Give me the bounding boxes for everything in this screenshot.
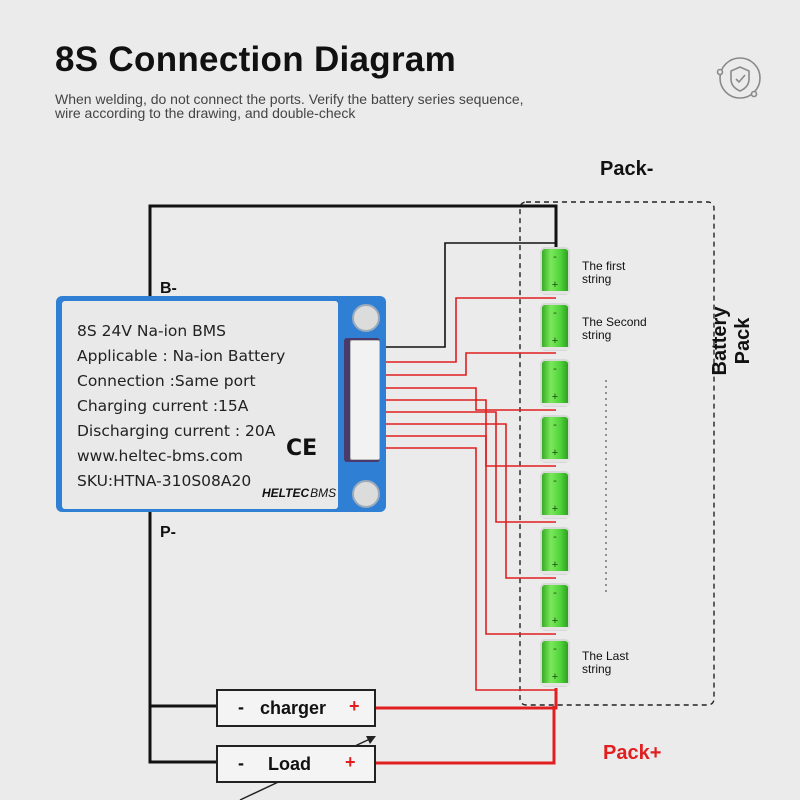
battery-pack-label: Battery Pack — [709, 306, 754, 376]
battery-pack-frame — [519, 201, 715, 706]
cell-minus-mark: - — [553, 363, 557, 375]
bms-line-model: 8S 24V Na-ion BMS — [77, 322, 226, 340]
charger-minus-sign: - — [238, 697, 244, 717]
bms-mounting-hole-top — [352, 304, 380, 332]
battery-cell: -+ — [540, 583, 570, 631]
battery-cell: -+ — [540, 247, 570, 295]
cell-minus-mark: - — [553, 307, 557, 319]
cell-minus-mark: - — [553, 251, 557, 263]
p-minus-load-wire — [148, 706, 218, 764]
bms-label-sticker — [62, 301, 338, 509]
pack-plus-label: Pack+ — [603, 742, 662, 764]
charger-box: - charger + — [216, 689, 376, 727]
cell-label-first: The first string — [582, 259, 626, 286]
b-minus-wire — [148, 204, 558, 300]
bms-line-sku: SKU:HTNA-310S08A20 — [77, 472, 252, 490]
bms-line-discharging: Discharging current : 20A — [77, 422, 276, 440]
load-label: Load — [268, 754, 311, 774]
charger-label: charger — [260, 698, 327, 718]
cell-label-second: The Second string — [582, 315, 647, 342]
cell-plus-mark: + — [552, 391, 558, 403]
battery-cell: -+ — [540, 359, 570, 407]
heltec-brand: HELTEC — [262, 486, 310, 500]
cell-plus-mark: + — [552, 615, 558, 627]
cell-plus-mark: + — [552, 279, 558, 291]
battery-cell: -+ — [540, 471, 570, 519]
cell-minus-mark: - — [553, 419, 557, 431]
battery-cell: -+ — [540, 303, 570, 351]
cell-minus-mark: - — [553, 643, 557, 655]
subtitle-line-1: When welding, do not connect the ports. … — [55, 91, 524, 107]
load-box: - Load + — [216, 745, 376, 783]
bms-mounting-hole-bottom — [352, 480, 380, 508]
cell-label-last: The Last string — [582, 649, 629, 676]
balance-wires — [380, 242, 556, 691]
pack-minus-label: Pack- — [600, 158, 654, 180]
cell-plus-mark: + — [552, 447, 558, 459]
charger-plus-sign: + — [349, 696, 360, 716]
ce-mark: CE — [286, 436, 318, 461]
bms-line-charging: Charging current :15A — [77, 397, 249, 415]
subtitle-line-2: wire according to the drawing, and doubl… — [55, 105, 356, 121]
cell-plus-mark: + — [552, 503, 558, 515]
charger-plus-wire — [372, 688, 558, 710]
load-plus-sign: + — [345, 752, 356, 772]
page-title: 8S Connection Diagram — [55, 40, 457, 79]
bms-line-applicable: Applicable : Na-ion Battery — [77, 347, 286, 365]
b-minus-label: B- — [160, 280, 177, 297]
load-plus-wire — [372, 706, 556, 765]
load-minus-sign: - — [238, 753, 244, 773]
battery-cell: -+ — [540, 639, 570, 687]
heltec-brand-suffix: BMS — [310, 486, 337, 500]
heltec-logo: HELTECBMS — [262, 486, 336, 500]
p-minus-label: P- — [160, 524, 176, 541]
battery-cell: -+ — [540, 415, 570, 463]
cell-plus-mark: + — [552, 335, 558, 347]
bms-line-website: www.heltec-bms.com — [77, 447, 243, 465]
cell-plus-mark: + — [552, 671, 558, 683]
bms-line-connection: Connection :Same port — [77, 372, 256, 390]
cell-minus-mark: - — [553, 531, 557, 543]
cell-minus-mark: - — [553, 475, 557, 487]
bms-connector-housing — [350, 340, 380, 460]
battery-cell: -+ — [540, 527, 570, 575]
cell-minus-mark: - — [553, 587, 557, 599]
cell-plus-mark: + — [552, 559, 558, 571]
